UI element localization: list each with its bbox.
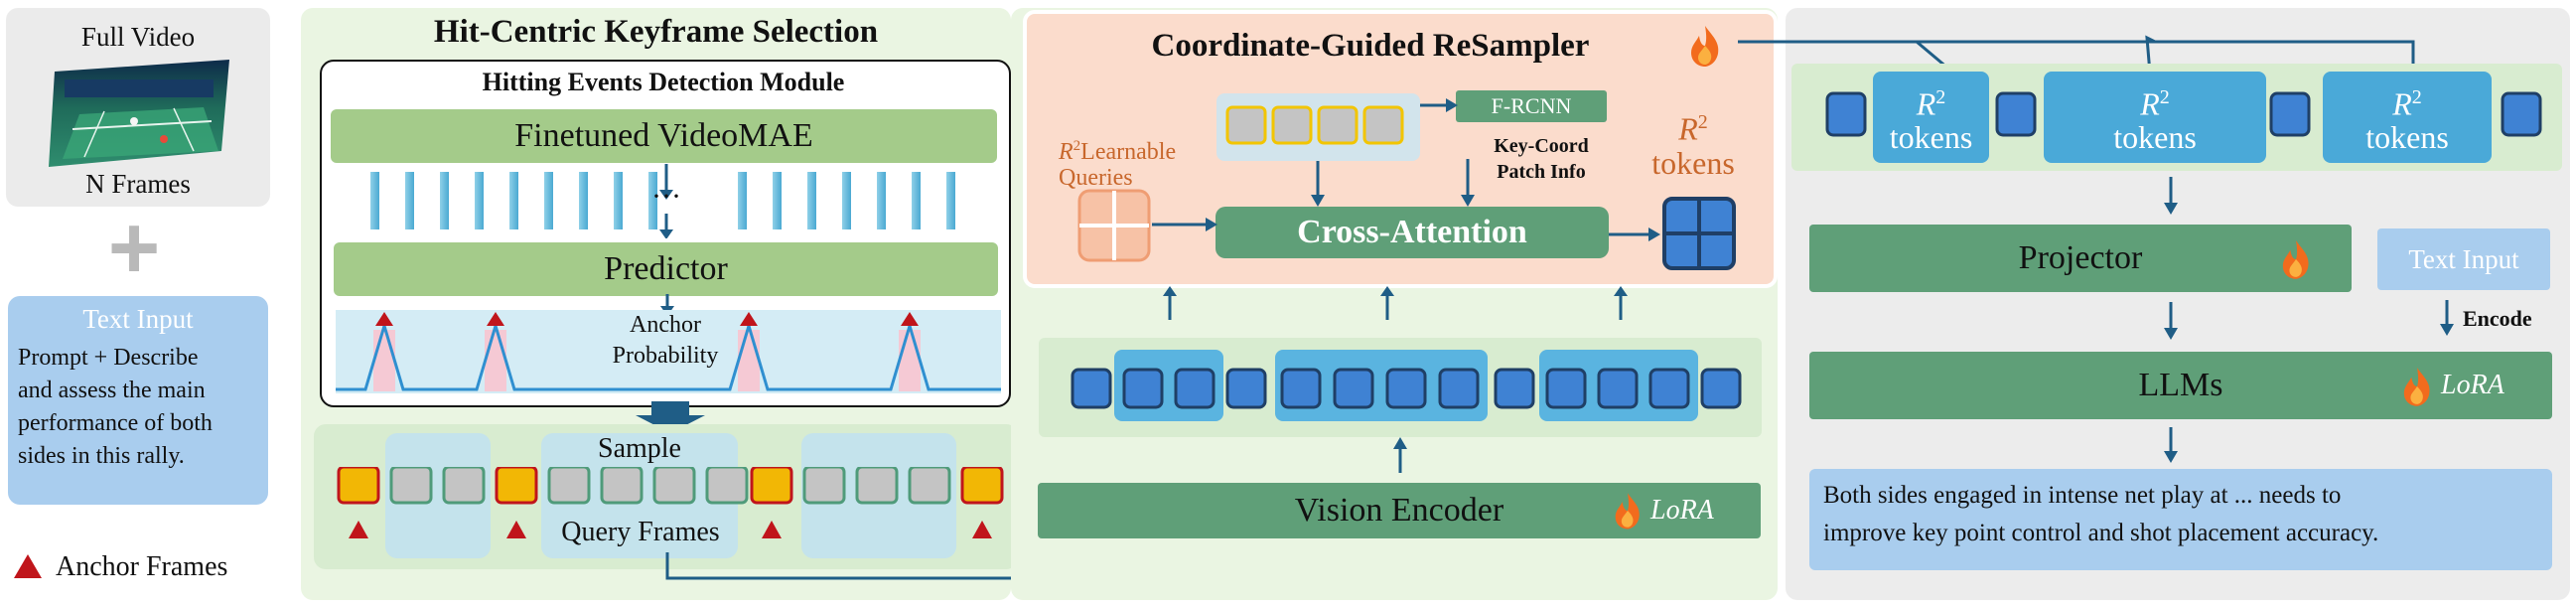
anchor-legend-label: Anchor Frames xyxy=(56,551,228,582)
projector-to-llm-arrow xyxy=(2164,302,2178,340)
anchor-marker xyxy=(972,521,992,538)
key-coord-line: Patch Info xyxy=(1497,161,1586,183)
tokens-to-projector-arrow xyxy=(2164,177,2178,215)
patch-to-frcnn-arrow xyxy=(1420,98,1458,112)
frame-boxes xyxy=(337,467,1004,505)
prompt-line: performance of both xyxy=(18,410,213,436)
r2-tokens-output-sup: 2 xyxy=(1697,111,1708,133)
feature-tokens xyxy=(370,164,955,238)
r2-token-word: tokens xyxy=(1889,119,1973,156)
anchor-probability-plot xyxy=(336,310,1001,393)
anchor-legend-icon xyxy=(14,554,42,578)
n-frames-label: N Frames xyxy=(85,169,191,199)
learnable-queries-line2: Queries xyxy=(1059,165,1133,191)
learnable-queries-sup: 2 xyxy=(1073,138,1081,154)
output-text-box xyxy=(1809,469,2552,570)
r2-token-word: tokens xyxy=(2365,119,2449,156)
anchor-probability-label: Anchor Probability xyxy=(606,310,725,372)
flame-icon xyxy=(1691,26,1719,67)
feature-token-group xyxy=(370,172,955,229)
r2-token-sup: 2 xyxy=(2159,85,2170,108)
r2-token-block[interactable]: R2 tokens xyxy=(1873,72,1989,163)
text-input-label: Text Input xyxy=(2408,243,2519,274)
video-thumbnail xyxy=(49,60,229,167)
cross-attention-label: Cross-Attention xyxy=(1297,214,1527,250)
flame-icon xyxy=(1615,493,1640,530)
anchor-marker xyxy=(349,521,368,538)
anchor-marker xyxy=(740,312,758,326)
text-input-panel xyxy=(8,296,268,505)
key-coord-line: Key-Coord xyxy=(1494,135,1589,157)
vision-encoder-lora: LoRA xyxy=(1650,495,1714,526)
llm-input-tokens xyxy=(1825,91,2542,137)
anchor-marker xyxy=(375,312,393,326)
key-coord-label: Key-Coord Patch Info xyxy=(1472,133,1611,185)
anchor-probability-line: Probability xyxy=(612,343,719,369)
projector-label: Projector xyxy=(2018,239,2143,276)
output-line: improve key point control and shot place… xyxy=(1823,520,2379,546)
text-input-title: Text Input xyxy=(82,304,194,334)
patch-boxes xyxy=(1225,105,1404,145)
encode-arrow xyxy=(2440,300,2454,336)
learnable-queries-r: R xyxy=(1059,139,1073,165)
prompt-line: and assess the main xyxy=(18,378,206,403)
query-frames-label: Query Frames xyxy=(561,517,720,547)
resampler-title: Coordinate-Guided ReSampler xyxy=(1151,28,1590,64)
flame-icon xyxy=(2403,368,2430,406)
output-line: Both sides engaged in intense net play a… xyxy=(1823,482,2342,509)
learnable-queries-label: R2Learnable Queries xyxy=(1059,133,1176,191)
anchor-marker xyxy=(487,312,504,326)
anchor-marker xyxy=(762,521,782,538)
learnable-queries-grid xyxy=(1077,189,1151,262)
flame-icon xyxy=(2282,240,2309,279)
r2-token-r: R xyxy=(1916,85,1936,122)
anchor-probability-line: Anchor xyxy=(630,312,701,338)
llms-lora: LoRA xyxy=(2441,370,2504,400)
resampler-arrows xyxy=(1152,159,1660,241)
r2-token-block[interactable]: R2 tokens xyxy=(2323,72,2492,163)
videomae-bar: Finetuned VideoMAE xyxy=(331,109,997,163)
probability-peaks xyxy=(336,320,1001,391)
visual-tokens xyxy=(1071,368,1742,409)
cross-attention-box: Cross-Attention xyxy=(1216,207,1609,258)
projector-bar: Projector xyxy=(1809,225,2352,292)
r2-tokens-grid xyxy=(1662,197,1736,270)
frcnn-label: F-RCNN xyxy=(1491,93,1572,118)
hit-centric-title: Hit-Centric Keyframe Selection xyxy=(433,14,879,50)
anchor-marker xyxy=(901,312,919,326)
plus-sign: + xyxy=(107,199,161,298)
learnable-queries-line1: Learnable xyxy=(1080,139,1177,165)
text-input-box[interactable]: Text Input xyxy=(2377,228,2550,290)
tokens-up-arrows xyxy=(1163,286,1628,320)
llm-to-output-arrow xyxy=(2164,427,2178,463)
predictor-bar: Predictor xyxy=(334,242,998,296)
encoder-up-arrow xyxy=(1393,437,1407,473)
frcnn-box: F-RCNN xyxy=(1456,90,1607,122)
r2-token-sup: 2 xyxy=(1935,85,1946,108)
vision-encoder-bar: Vision Encoder xyxy=(1038,483,1761,538)
anchor-marker xyxy=(506,521,526,538)
sample-label: Sample xyxy=(598,433,681,464)
encode-label: Encode xyxy=(2463,306,2532,331)
prompt-line: sides in this rally. xyxy=(18,443,185,469)
r2-tokens-output-word: tokens xyxy=(1651,144,1735,181)
ellipsis: ··· xyxy=(651,180,681,213)
prompt-line: Prompt + Describe xyxy=(18,345,199,371)
r2-token-r: R xyxy=(2392,85,2412,122)
r2-token-sup: 2 xyxy=(2411,85,2422,108)
predictor-label: Predictor xyxy=(604,250,728,287)
query-frame-sequence xyxy=(337,467,1004,538)
output-text: Both sides engaged in intense net play a… xyxy=(1823,477,2548,552)
r2-token-r: R xyxy=(2140,85,2160,122)
r2-tokens-output-r: R xyxy=(1678,110,1698,147)
llms-label: LLMs xyxy=(2138,367,2223,403)
module-title: Hitting Events Detection Module xyxy=(482,68,845,96)
r2-tokens-output-label: R2 tokens xyxy=(1639,105,1748,180)
r2-token-word: tokens xyxy=(2113,119,2197,156)
vision-encoder-label: Vision Encoder xyxy=(1294,492,1504,529)
full-video-title: Full Video xyxy=(80,22,196,52)
prompt-text: Prompt + Describe and assess the main pe… xyxy=(18,342,261,473)
r2-token-block[interactable]: R2 tokens xyxy=(2044,72,2266,163)
videomae-label: Finetuned VideoMAE xyxy=(514,117,813,154)
